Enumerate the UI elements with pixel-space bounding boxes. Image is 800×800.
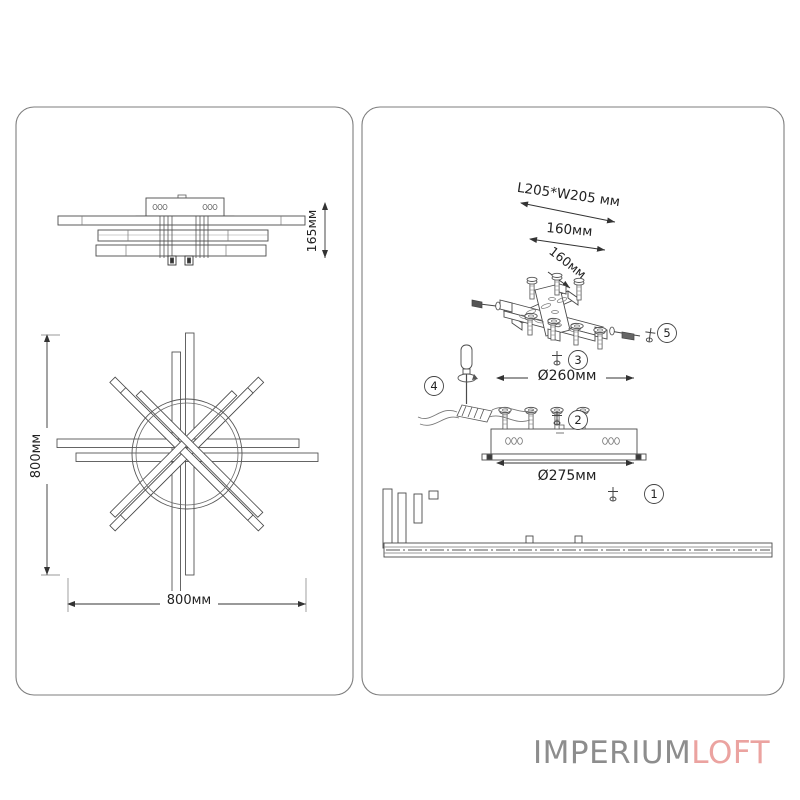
dimension-bracket-horizontal: 160мм bbox=[529, 220, 606, 252]
right-panel bbox=[361, 106, 785, 696]
screwdriver-icon bbox=[457, 344, 478, 404]
callout-4: 4 bbox=[424, 376, 444, 396]
dimension-label-165: 165мм bbox=[304, 210, 319, 253]
dimension-label-l205w205: L205*W205 мм bbox=[516, 180, 621, 210]
fixture-side-elevation bbox=[57, 194, 306, 266]
ceiling-rail-assembly bbox=[382, 488, 773, 558]
dimension-label-275: Ø275мм bbox=[538, 468, 597, 484]
dimension-label-260: Ø260мм bbox=[538, 368, 597, 384]
dimension-bracket-diagonal: L205*W205 мм bbox=[516, 180, 621, 224]
callout-2: 2 bbox=[551, 410, 588, 430]
dimension-body-275: Ø275мм bbox=[496, 460, 634, 484]
terminal-block-wiring bbox=[417, 404, 535, 426]
dimension-height-165: 165мм bbox=[304, 202, 328, 258]
mounting-bracket-assembly bbox=[471, 272, 657, 350]
dimension-mount-260: Ø260мм bbox=[496, 366, 634, 384]
brand-logo: IMPERIUMLOFT bbox=[533, 733, 783, 773]
callout-4-label: 4 bbox=[430, 379, 437, 393]
bracket-left-screw bbox=[471, 299, 501, 311]
callouts: 1 2 3 4 5 bbox=[424, 323, 677, 504]
bracket-right-screw bbox=[609, 326, 657, 344]
dimension-height-800: 800мм bbox=[29, 334, 60, 576]
panel-frames bbox=[15, 106, 785, 696]
callout-1: 1 bbox=[607, 484, 664, 504]
callout-1-label: 1 bbox=[650, 487, 657, 501]
callout-5-label: 5 bbox=[663, 326, 670, 340]
callout-3-label: 3 bbox=[574, 353, 581, 367]
callout-2-label: 2 bbox=[574, 413, 581, 427]
brand-loft: LOFT bbox=[691, 735, 771, 771]
dimension-label-height-800: 800мм bbox=[29, 434, 44, 478]
callout-3: 3 bbox=[551, 350, 588, 370]
fixture-base-assembly bbox=[481, 406, 647, 461]
dimension-label-160-h: 160мм bbox=[546, 220, 593, 240]
fixture-top-plan bbox=[56, 332, 319, 595]
left-panel bbox=[15, 106, 354, 696]
dimension-width-800: 800мм bbox=[67, 578, 307, 612]
brand-imperium: IMPERIUM bbox=[533, 735, 692, 771]
dimension-label-width-800: 800мм bbox=[167, 593, 211, 608]
callout-5: 5 bbox=[657, 323, 677, 343]
